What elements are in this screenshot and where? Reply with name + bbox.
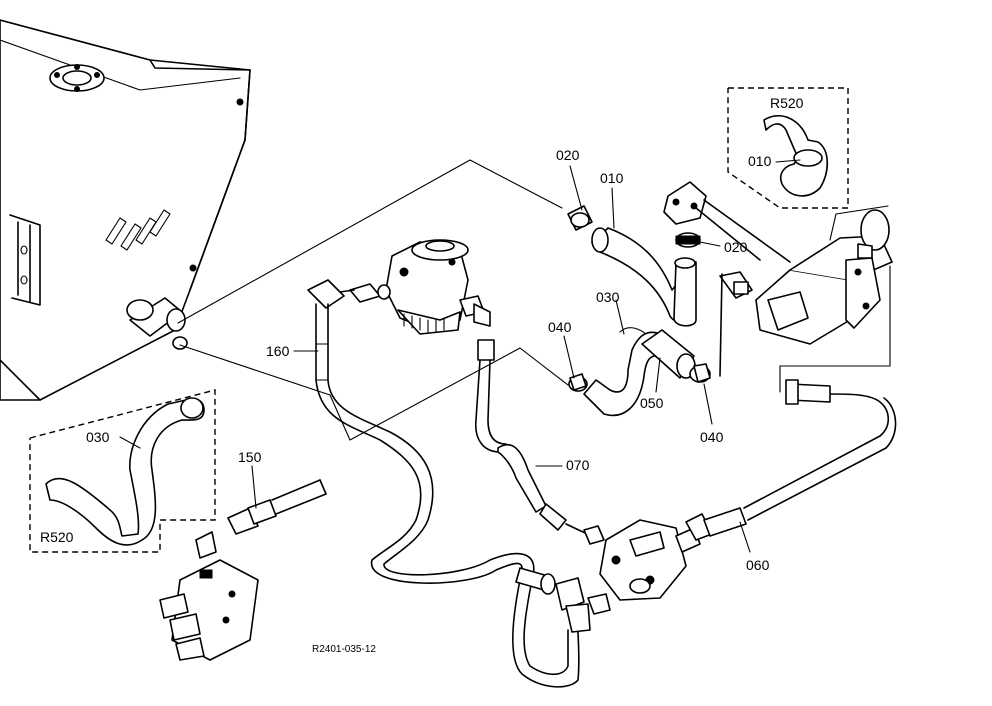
callout-030-inset: 030 [86, 429, 110, 445]
drawing-code: R2401-035-12 [312, 644, 376, 655]
hose-160 [307, 279, 580, 688]
hydraulic-tank [0, 19, 251, 401]
inset-upper-right [727, 87, 849, 209]
hydraulic-pump [755, 205, 893, 345]
control-valve [599, 519, 701, 601]
callout-070: 070 [566, 457, 590, 473]
callout-160: 160 [266, 343, 290, 359]
leader-lines [119, 159, 801, 553]
inset-lower-left [29, 389, 216, 553]
inset-lower-left-title: R520 [40, 529, 74, 545]
suction-hose-010 [591, 227, 697, 327]
hose-clamp-040-right [689, 363, 711, 383]
callout-050: 050 [640, 395, 664, 411]
pump-flange [663, 181, 791, 263]
hose-070 [475, 339, 605, 545]
inset-upper-right-part: 010 [748, 153, 772, 169]
hose-150 [227, 479, 327, 535]
callout-020-top: 020 [556, 147, 580, 163]
pump-fitting [719, 271, 753, 377]
callout-030-mid: 030 [596, 289, 620, 305]
power-steering-unit [349, 239, 491, 335]
callout-060: 060 [746, 557, 770, 573]
inset-upper-right-title: R520 [770, 95, 804, 111]
callout-040-right: 040 [700, 429, 724, 445]
hose-060 [685, 265, 897, 541]
hose-clamp-040-left [568, 373, 588, 392]
hose-clamp-020-right [675, 232, 701, 248]
valve-elbow-fittings [515, 567, 611, 633]
lift-control-valve [159, 531, 259, 661]
callout-010-top: 010 [600, 170, 624, 186]
chassis-outline [177, 159, 563, 324]
callout-020-right: 020 [724, 239, 748, 255]
callout-040-left: 040 [548, 319, 572, 335]
callout-150: 150 [238, 449, 262, 465]
hose-clamp-020-top [567, 205, 593, 231]
